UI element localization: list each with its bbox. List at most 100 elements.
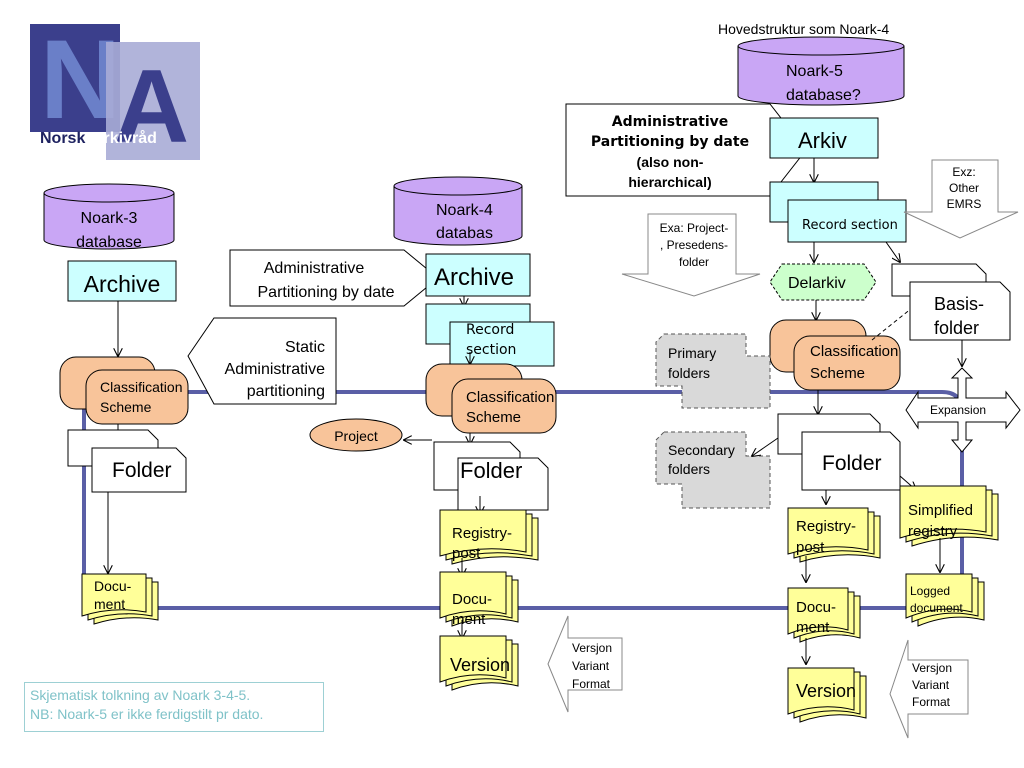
noark3-callout-line-2: Administrative (225, 361, 326, 378)
noark4-archive-label: Archive (434, 264, 514, 291)
noark5-folder-label: Folder (822, 452, 882, 475)
noark5-record-section: Record section (769, 181, 907, 243)
noark5-partitioning-callout: Administrative Partitioning by date (als… (565, 103, 807, 197)
noark4-version-note-1: Versjon (572, 641, 612, 655)
footnote-line-1: Skjematisk tolkning av Noark 3-4-5. (30, 687, 251, 703)
noark5-callout-line-2: Partitioning by date (591, 134, 749, 150)
noark5-classification-scheme: Classification Scheme (769, 319, 901, 391)
noark3-classification-label-2: Scheme (100, 399, 152, 415)
noark4-project: Project (309, 418, 403, 452)
noark4-folder: Folder (433, 441, 549, 511)
noark5-registry-label-1: Registry- (796, 518, 856, 535)
noark3-database: Noark-3 database (43, 183, 175, 251)
noark4-version: Version (439, 635, 519, 691)
noark4-version-label: Version (450, 655, 510, 675)
noark4-record-section-label-1: Record (466, 322, 514, 338)
noark4-document-label-2: ment (452, 611, 486, 628)
noark4-version-note-3: Format (572, 677, 611, 691)
noark4-record-section: Record section (425, 303, 555, 367)
noark5-primary-folders-label-1: Primary (668, 345, 716, 361)
noark3-static-partitioning-callout: Static Administrative partitioning (187, 317, 337, 405)
noark5-folder: Folder (777, 413, 901, 491)
noark5-version-note-3: Format (912, 695, 951, 709)
noark5-logged-document-label-1: Logged (910, 584, 950, 598)
noark5-simplified-registry-label-2: registry (908, 523, 958, 540)
noark3-document: Docu- ment (81, 573, 159, 625)
noark5-callout-line-4: hierarchical) (628, 174, 711, 190)
noark4-version-note-2: Variant (572, 659, 610, 673)
noark3-archive-label: Archive (84, 271, 161, 297)
logo-letter-a: A (114, 49, 189, 165)
noark4-classification-label-1: Classification (466, 389, 554, 406)
noark3-classification-scheme: Classification Scheme (59, 356, 189, 425)
noark5-delarkiv: Delarkiv (769, 263, 877, 301)
noark4-database-label-1: Noark-4 (436, 202, 493, 219)
noark3-document-label-1: Docu- (94, 578, 132, 594)
noark5-arkiv: Arkiv (769, 117, 879, 159)
noark4-callout-line-1: Administrative (264, 260, 365, 277)
noark5-database-label-2: database? (786, 87, 861, 104)
noark5-expansion-label: Expansion (930, 403, 986, 417)
noark5-registry-label-2: post (796, 539, 825, 556)
norsk-arkivrad-logo: N A Norsk Arkivråd (30, 17, 200, 165)
noark5-database-label-1: Noark-5 (786, 63, 843, 80)
noark5-secondary-folders: Secondary folders (655, 431, 771, 509)
noark3-archive: Archive (67, 260, 177, 302)
noark5-document-label-1: Docu- (796, 599, 836, 616)
noark5-document-label-2: ment (796, 619, 830, 636)
logo-wordmark-arkivrad: Arkivråd (92, 129, 157, 147)
noark5-exa-project-1: Exa: Project- (660, 221, 729, 235)
noark5-exz-other-2: Other (949, 181, 979, 195)
noark3-database-label-1: Noark-3 (81, 210, 138, 227)
noark5-simplified-registry: Simplified registry (899, 485, 999, 547)
noark5-arkiv-label: Arkiv (798, 128, 847, 153)
noark3-callout-line-1: Static (285, 339, 325, 356)
noark4-callout-line-2: Partitioning by date (258, 284, 395, 301)
footnote-box: Skjematisk tolkning av Noark 3-4-5. NB: … (24, 682, 324, 732)
noark5-version-note-arrow: Versjon Variant Format (889, 639, 969, 739)
noark4-registry-label-1: Registry- (452, 525, 512, 542)
noark4-folder-label: Folder (460, 458, 522, 483)
noark5-classification-label-2: Scheme (810, 365, 865, 382)
noark5-version-label: Version (796, 681, 856, 701)
noark4-classification-label-2: Scheme (466, 409, 521, 426)
noark5-primary-folders-label-2: folders (668, 365, 710, 381)
noark5-version-note-2: Variant (912, 678, 950, 692)
noark5-primary-folders: Primary folders (655, 333, 771, 409)
noark4-classification-scheme: Classification Scheme (425, 363, 557, 434)
noark4-partitioning-callout: Administrative Partitioning by date (229, 249, 439, 307)
noark5-basis-folder-label-2: folder (934, 318, 979, 338)
noark5-database: Noark-5 database? (737, 36, 905, 106)
noark5-simplified-registry-label-1: Simplified (908, 502, 973, 519)
noark4-database: Noark-4 databas (393, 176, 523, 246)
noark4-registry-label-2: post (452, 545, 481, 562)
noark5-exz-other-1: Exz: (952, 165, 975, 179)
noark5-version: Version (787, 667, 867, 723)
noark5-exz-other-3: EMRS (947, 197, 982, 211)
noark3-folder: Folder (67, 429, 187, 493)
noark5-document: Docu- ment (787, 587, 861, 643)
noark4-document: Docu- ment (439, 571, 519, 628)
noark5-secondary-folders-label-1: Secondary (668, 442, 735, 458)
noark5-logged-document-label-2: document (910, 601, 963, 615)
noark5-classification-label-1: Classification (810, 343, 898, 360)
top-title: Hovedstruktur som Noark-4 (718, 21, 889, 37)
noark5-logged-document: Logged document (905, 573, 985, 627)
noark4-registry-post: Registry- post (439, 509, 539, 565)
logo-wordmark-norsk: Norsk (40, 130, 85, 147)
noark5-secondary-folders-label-2: folders (668, 461, 710, 477)
noark3-classification-label-1: Classification (100, 379, 182, 395)
footnote-line-2: NB: Noark-5 er ikke ferdigstilt pr dato. (30, 706, 264, 722)
noark5-expansion-cross: Expansion (905, 367, 1021, 453)
noark5-basis-folder: Basis- folder (891, 263, 1011, 341)
noark5-registry-post: Registry- post (787, 507, 881, 563)
noark4-record-section-label-2: section (466, 342, 516, 358)
noark3-database-label-2: database (76, 234, 142, 251)
noark4-project-label: Project (334, 428, 378, 444)
noark5-exa-project-arrow: Exa: Project- , Presedens- folder (621, 213, 761, 297)
noark4-version-note-arrow: Versjon Variant Format (547, 615, 623, 713)
noark5-delarkiv-label: Delarkiv (788, 275, 846, 292)
noark3-document-label-2: ment (94, 596, 125, 612)
noark3-callout-line-3: partitioning (247, 383, 325, 400)
